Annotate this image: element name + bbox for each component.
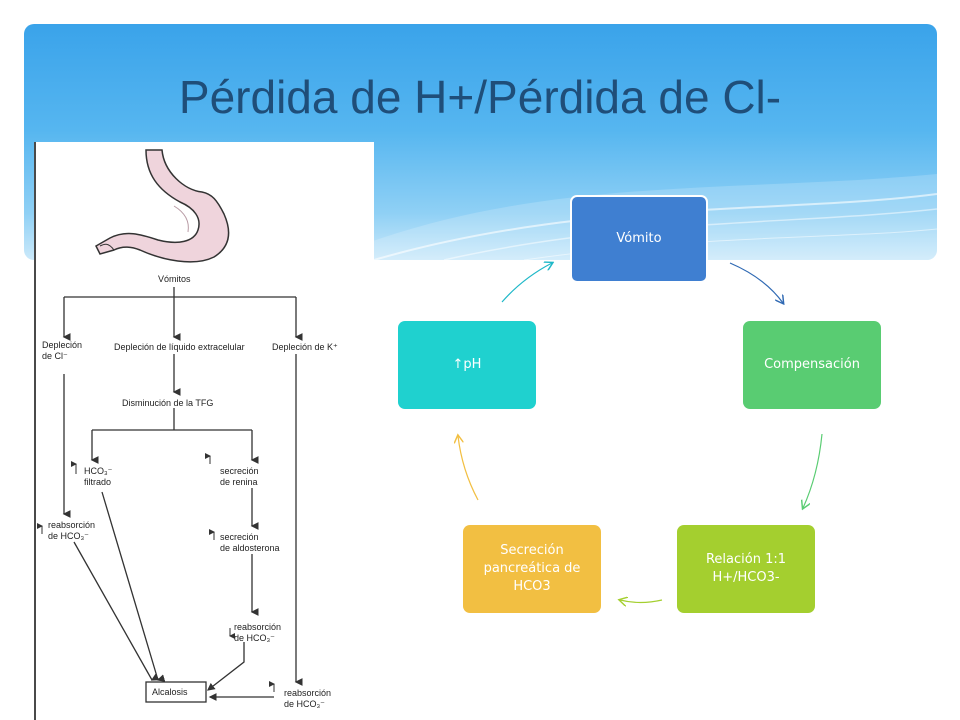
node-vomito: Vómito — [570, 195, 708, 283]
label-alcalosis: Alcalosis — [152, 687, 188, 697]
label-disminucion-tfg: Disminución de la TFG — [122, 398, 214, 408]
arrow-relacion-to-secrecion — [620, 600, 663, 603]
node-relacion: Relación 1:1 H+/HCO3- — [677, 525, 815, 613]
label-reabsorcion-hco3-mid: reabsorción de HCO₃⁻ — [234, 622, 282, 643]
node-secrecion-label: Secreción pancreática de HCO3 — [483, 543, 581, 594]
node-ph-label: ↑pH — [452, 357, 482, 372]
label-secrecion-aldosterona: secreción de aldosterona — [220, 532, 280, 553]
node-ph: ↑pH — [398, 321, 536, 409]
label-deplecion-cl: Depleción de Cl⁻ — [42, 340, 83, 361]
node-compensacion-label: Compensación — [764, 357, 860, 372]
arrow-secrecion-to-ph — [458, 436, 479, 501]
node-compensacion: Compensación — [743, 321, 881, 409]
flowchart-lines — [37, 149, 303, 703]
label-hco3-filtrado: HCO₃⁻ filtrado — [84, 466, 113, 487]
label-secrecion-renina: secreción de renina — [220, 466, 259, 487]
label-reabsorcion-hco3-left: reabsorción de HCO₃⁻ — [48, 520, 96, 541]
node-secrecion-pancreatica: Secreción pancreática de HCO3 — [463, 525, 601, 613]
node-vomito-label: Vómito — [616, 231, 662, 246]
arrow-ph-to-vomito — [501, 263, 552, 303]
label-deplecion-liquido: Depleción de líquido extracelular — [114, 342, 245, 352]
figure-left-border — [34, 142, 36, 720]
label-deplecion-k: Depleción de K⁺ — [272, 342, 338, 352]
label-vomitos: Vómitos — [158, 274, 191, 284]
slide-title: Pérdida de H+/Pérdida de Cl- — [178, 71, 782, 123]
vomiting-flowchart-figure: Vómitos Depleción de Cl⁻ Depleción de lí… — [34, 142, 374, 720]
arrow-vomito-to-compensacion — [729, 262, 783, 303]
arrow-compensacion-to-relacion — [803, 433, 823, 508]
alcalosis-box — [145, 681, 207, 703]
node-relacion-label: Relación 1:1 H+/HCO3- — [705, 552, 787, 585]
label-reabsorcion-hco3-right: reabsorción de HCO₃⁻ — [284, 688, 332, 709]
stomach-illustration — [95, 149, 230, 263]
